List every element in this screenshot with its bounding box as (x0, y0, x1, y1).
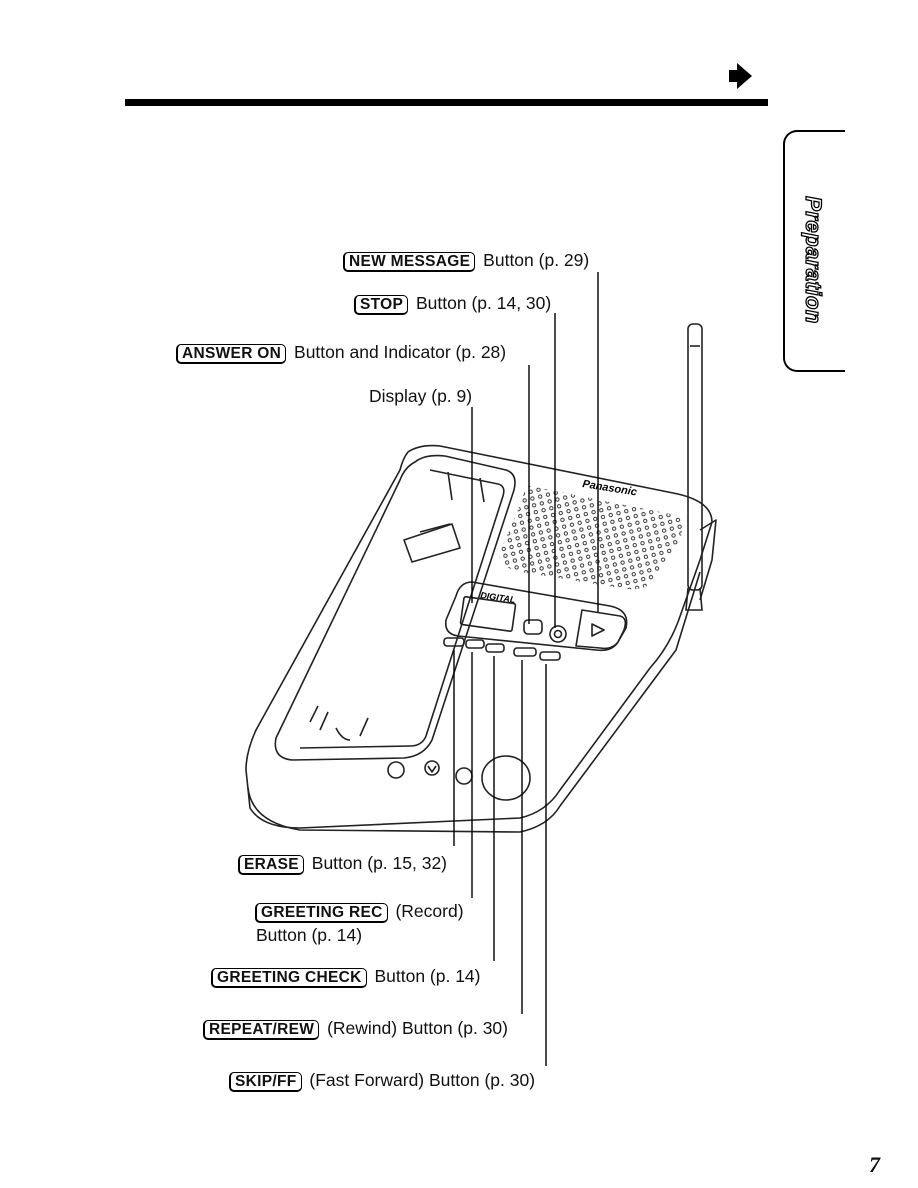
greeting-rec-desc: (Record) (395, 901, 464, 921)
greeting-check-key: GREETING CHECK (211, 968, 367, 988)
stop-key: STOP (354, 295, 409, 315)
greeting-rec-key: GREETING REC (255, 903, 388, 923)
repeat-rew-desc: (Rewind) Button (p. 30) (327, 1018, 508, 1038)
page-number: 7 (869, 1152, 880, 1177)
display-desc: Display (p. 9) (369, 386, 473, 406)
greeting-check-desc: Button (p. 14) (374, 966, 481, 986)
section-tab (783, 130, 845, 372)
base-body (245, 444, 713, 829)
repeat-rew-key: REPEAT/REW (203, 1020, 320, 1040)
new-message-key: NEW MESSAGE (343, 252, 476, 272)
stop-desc: Button (p. 14, 30) (416, 293, 552, 313)
callout-erase: ERASE Button (p. 15, 32) (238, 853, 447, 875)
skip-ff-key: SKIP/FF (229, 1072, 302, 1092)
antenna (687, 323, 703, 591)
callout-greeting-check: GREETING CHECK Button (p. 14) (211, 966, 481, 988)
erase-key: ERASE (238, 855, 304, 875)
digital-badge: DIGITAL (480, 590, 516, 605)
callout-display: Display (p. 9) (369, 386, 472, 406)
callout-greeting-rec: GREETING REC (Record) (255, 901, 464, 923)
callout-skip-ff: SKIP/FF (Fast Forward) Button (p. 30) (229, 1070, 535, 1092)
header-rule (125, 99, 768, 106)
greeting-rec-desc-2: Button (p. 14) (256, 925, 363, 945)
brand-logo: Panasonic (582, 478, 638, 498)
callout-answer-on: ANSWER ON Button and Indicator (p. 28) (176, 342, 506, 364)
answer-on-desc: Button and Indicator (p. 28) (294, 342, 507, 362)
callout-new-message: NEW MESSAGE Button (p. 29) (343, 250, 589, 272)
skip-ff-desc: (Fast Forward) Button (p. 30) (309, 1070, 536, 1090)
callout-repeat-rew: REPEAT/REW (Rewind) Button (p. 30) (203, 1018, 508, 1040)
continue-arrow-icon (729, 63, 752, 89)
answer-on-key: ANSWER ON (176, 344, 287, 364)
callout-stop: STOP Button (p. 14, 30) (354, 293, 551, 315)
new-message-desc: Button (p. 29) (483, 250, 590, 270)
erase-desc: Button (p. 15, 32) (311, 853, 448, 873)
callout-greeting-rec-line2: Button (p. 14) (256, 925, 362, 945)
handset-cradle (274, 454, 516, 761)
